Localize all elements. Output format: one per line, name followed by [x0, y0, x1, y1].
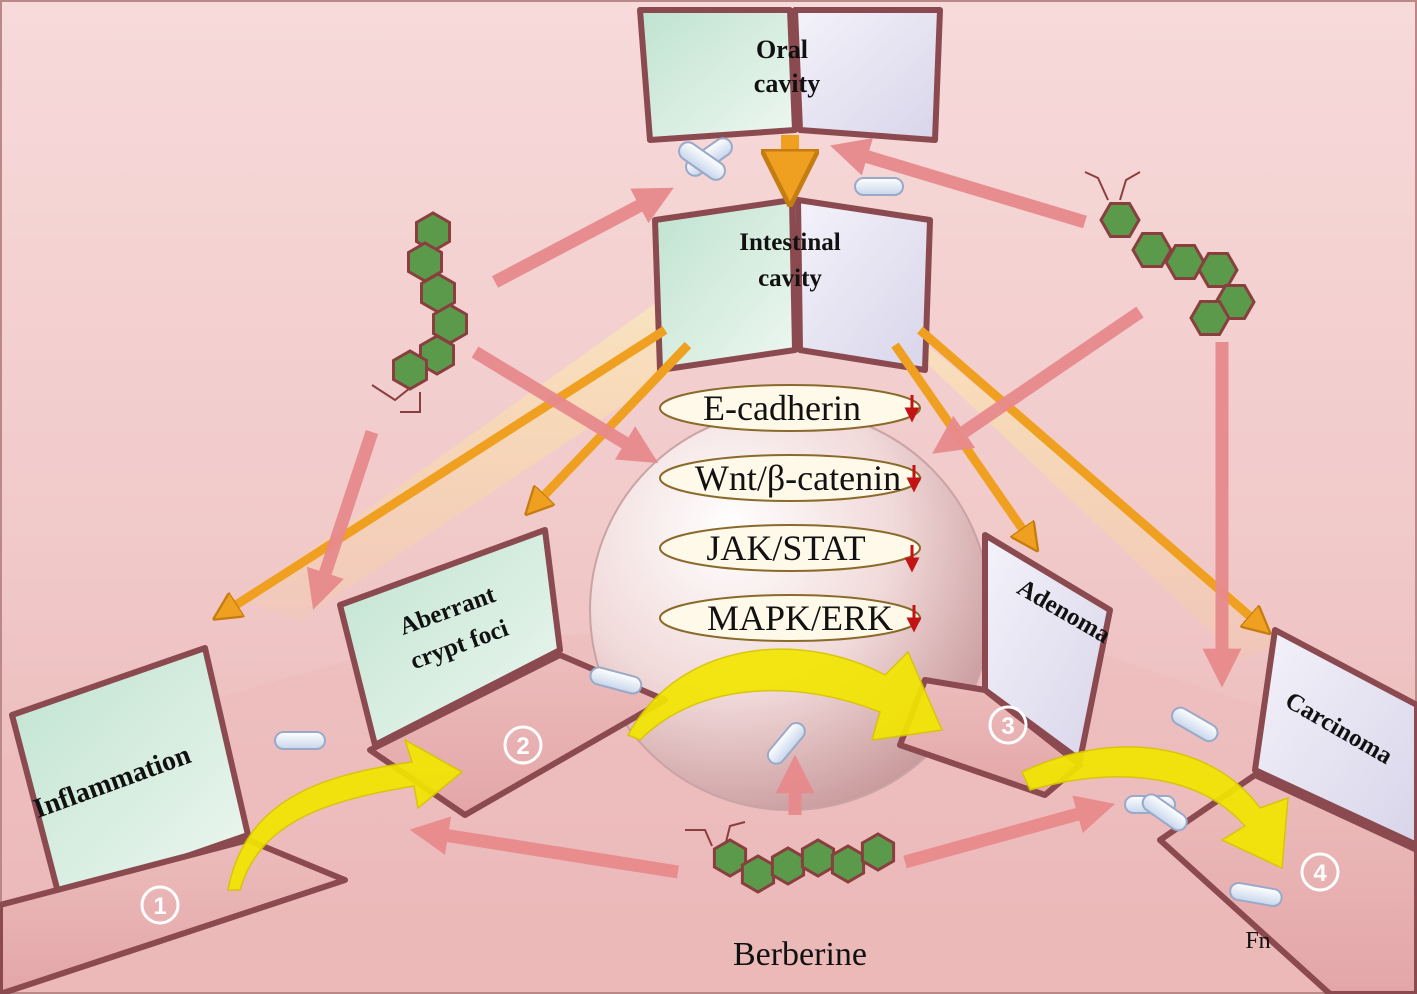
berberine-molecule-right-icon — [1084, 171, 1256, 336]
progress-arrow-3-4 — [1021, 746, 1289, 870]
fn-label: Fn — [1245, 928, 1270, 954]
step-3-badge — [988, 705, 1028, 745]
molecule-ring — [1164, 244, 1206, 280]
methoxy-group — [685, 829, 713, 847]
bacterium-icon — [766, 721, 806, 765]
bacterium-icon — [1229, 881, 1283, 908]
molecule-ring — [830, 844, 866, 884]
pathway-list: E-cadherin Wnt/β-catenin JAK/STAT MAPK/E… — [659, 384, 922, 642]
step-2-badge — [503, 725, 543, 765]
yellow-progression-arrows — [227, 648, 1289, 891]
molecule-ring — [740, 854, 776, 894]
oral-cavity-label-2: cavity — [754, 69, 820, 98]
step-4-badge — [1300, 852, 1340, 892]
molecule-ring — [1189, 300, 1231, 336]
arrow-bottom-berberine-right — [903, 795, 1116, 869]
methoxy-group — [1084, 171, 1109, 201]
pathway-label: MAPK/ERK — [707, 598, 893, 638]
berberine-label: Berberine — [733, 936, 867, 973]
bacterium-icon — [1141, 793, 1188, 832]
inflammation-laptop: Inflammation 1 — [0, 645, 348, 994]
oral-cavity-label-1: Oral — [756, 35, 808, 64]
molecule-ring — [1099, 202, 1141, 238]
intestinal-cavity-screen: Intestinal cavity — [652, 197, 933, 373]
bacterium-icon — [678, 141, 726, 181]
progress-arrow-2-3 — [626, 648, 944, 741]
oral-cavity-screen: Oral cavity — [637, 7, 943, 143]
step-4-number: 4 — [1313, 860, 1327, 887]
molecule-ring — [419, 334, 455, 376]
pink-arrows — [306, 138, 1242, 879]
pathway-mapk-erk: MAPK/ERK — [659, 594, 922, 642]
molecule-ring — [860, 832, 896, 872]
pathway-label: JAK/STAT — [706, 528, 865, 568]
molecule-ring — [800, 838, 836, 878]
arrow-bottom-berberine-left — [409, 816, 680, 879]
intestinal-cavity-label-1: Intestinal — [739, 229, 840, 256]
bacterium-icon — [1170, 706, 1219, 743]
arrow-intestinal-to-carcinoma — [917, 326, 1260, 625]
pathway-label: E-cadherin — [703, 388, 861, 428]
methoxy-group — [725, 821, 746, 843]
methoxy-group — [371, 384, 411, 402]
arrow-right-berberine-to-sphere — [932, 306, 1144, 454]
berberine-molecule-left-icon — [371, 211, 468, 413]
arrow-intestinal-to-acf — [535, 341, 692, 505]
berberine-molecules — [371, 171, 1256, 894]
arrow-left-berberine-to-inflammation — [306, 429, 379, 610]
intestinal-cavity-label-2: cavity — [758, 265, 822, 292]
molecule-ring — [1131, 232, 1173, 268]
step-2-number: 2 — [516, 733, 529, 760]
molecule-ring — [1197, 252, 1239, 288]
fn-bacteria — [274, 137, 1283, 908]
light-beams — [240, 300, 1290, 660]
arrow-left-berberine-to-oral — [491, 187, 674, 288]
pathway-jak-stat: JAK/STAT — [659, 524, 921, 573]
arrow-left-berberine-to-sphere — [471, 346, 659, 464]
pathway-e-cadherin: E-cadherin — [659, 384, 921, 432]
arrow-intestinal-to-inflammation — [225, 326, 668, 612]
progress-arrow-1-2 — [227, 738, 464, 891]
methoxy-group — [400, 392, 421, 413]
molecule-ring — [770, 846, 806, 886]
bacterium-icon — [854, 177, 904, 196]
bacterium-icon — [274, 731, 326, 750]
molecule-ring — [392, 349, 428, 391]
pathway-wnt-beta-catenin: Wnt/β-catenin — [659, 454, 922, 502]
step-1-badge — [140, 885, 180, 925]
methoxy-group — [1119, 171, 1141, 201]
step-3-number: 3 — [1001, 713, 1014, 740]
bacterium-icon — [589, 666, 643, 695]
molecule-ring — [712, 838, 748, 878]
berberine-molecule-bottom-icon — [685, 821, 896, 894]
pathway-label: Wnt/β-catenin — [695, 458, 901, 498]
arrow-right-berberine-to-oral — [830, 138, 1087, 229]
step-1-number: 1 — [153, 893, 166, 920]
